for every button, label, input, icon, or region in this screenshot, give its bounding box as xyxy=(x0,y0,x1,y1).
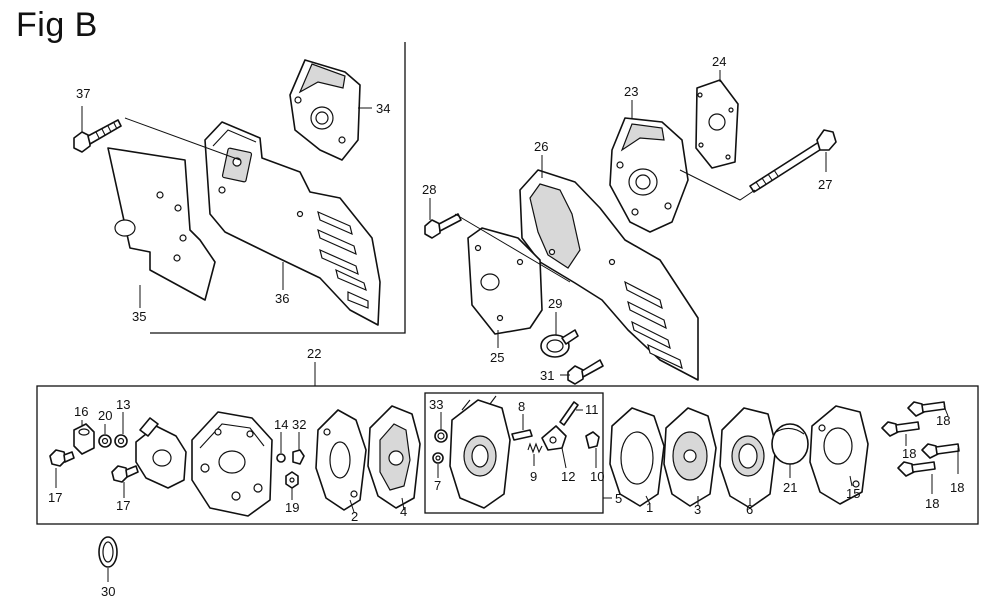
part-9-spring xyxy=(527,442,543,454)
callout-18-a: 18 xyxy=(936,413,950,428)
callout-25: 25 xyxy=(490,350,504,365)
part-27-long-bolt xyxy=(749,129,837,193)
callout-2: 2 xyxy=(351,509,358,524)
callout-23: 23 xyxy=(624,84,638,99)
callout-3: 3 xyxy=(694,502,701,517)
part-36-mounting-plate xyxy=(204,121,381,326)
part-29-clamp xyxy=(540,329,579,358)
callout-22: 22 xyxy=(307,346,321,361)
callout-4: 4 xyxy=(400,504,407,519)
part-35-gasket-plate xyxy=(107,147,216,301)
callout-33: 33 xyxy=(429,397,443,412)
callout-1: 1 xyxy=(646,500,653,515)
callout-labels: 37 34 35 36 24 23 26 27 28 29 25 31 22 1… xyxy=(48,54,964,599)
part-17-screw-left xyxy=(49,449,75,467)
part-17-screw-right xyxy=(111,465,139,483)
callout-5: 5 xyxy=(615,491,622,506)
part-32-screw xyxy=(292,449,305,465)
part-11-pin xyxy=(559,401,579,426)
part-2-gasket xyxy=(315,409,367,511)
part-31-bolt xyxy=(567,359,604,385)
part-16-fitting xyxy=(73,423,95,455)
part-6-primer-body xyxy=(719,407,777,509)
callout-15: 15 xyxy=(846,486,860,501)
part-30-ring xyxy=(98,536,118,568)
part-10-screw xyxy=(585,431,600,449)
callout-17-left: 17 xyxy=(48,490,62,505)
part-24-gasket xyxy=(695,79,739,169)
upper-left-frame xyxy=(150,42,406,334)
part-12-lever xyxy=(541,425,567,451)
callout-11: 11 xyxy=(585,402,599,417)
callout-18-c: 18 xyxy=(950,480,964,495)
part-37-bolt xyxy=(73,119,122,153)
callout-32: 32 xyxy=(292,417,306,432)
part-34-insulator xyxy=(289,59,361,161)
inner-subassembly-frame xyxy=(424,392,604,514)
callout-8: 8 xyxy=(518,399,525,414)
callout-7: 7 xyxy=(434,478,441,493)
callout-34: 34 xyxy=(376,101,390,116)
callout-31: 31 xyxy=(540,368,554,383)
part-21-primer-bulb xyxy=(771,423,809,465)
callout-24: 24 xyxy=(712,54,726,69)
callout-37: 37 xyxy=(76,86,90,101)
choke-lever-body xyxy=(135,417,187,489)
part-3-diaphragm xyxy=(663,407,717,507)
carburetor-body xyxy=(191,411,273,517)
callout-27: 27 xyxy=(818,177,832,192)
callout-21: 21 xyxy=(783,480,797,495)
part-18-screw-4 xyxy=(897,461,936,477)
callout-30: 30 xyxy=(101,584,115,599)
metering-plate xyxy=(449,395,511,509)
part-19-nut xyxy=(285,471,299,489)
callout-18-b: 18 xyxy=(902,446,916,461)
callout-17-right: 17 xyxy=(116,498,130,513)
callout-18-d: 18 xyxy=(925,496,939,511)
part-1-gasket xyxy=(609,407,665,507)
callout-13: 13 xyxy=(116,397,130,412)
callout-12: 12 xyxy=(561,469,575,484)
callout-20: 20 xyxy=(98,408,112,423)
part-14-plug xyxy=(276,453,286,463)
callout-16: 16 xyxy=(74,404,88,419)
callout-28: 28 xyxy=(422,182,436,197)
part-8-needle xyxy=(511,429,533,441)
carburetor-assembly-frame xyxy=(36,385,979,525)
callout-9: 9 xyxy=(530,469,537,484)
callout-6: 6 xyxy=(746,502,753,517)
callout-26: 26 xyxy=(534,139,548,154)
callout-14: 14 xyxy=(274,417,288,432)
part-18-screw-3 xyxy=(921,443,960,459)
part-26-mounting-plate xyxy=(519,169,699,381)
figure-title: Fig B xyxy=(16,6,98,44)
callout-10: 10 xyxy=(590,469,604,484)
part-4-pump-cover xyxy=(367,405,421,509)
callout-36: 36 xyxy=(275,291,289,306)
part-18-screw-2 xyxy=(881,421,920,437)
part-28-bolt xyxy=(424,213,462,239)
part-23-insulator xyxy=(609,117,689,233)
callout-19: 19 xyxy=(285,500,299,515)
callout-29: 29 xyxy=(548,296,562,311)
part-15-cover xyxy=(809,405,869,505)
callout-35: 35 xyxy=(132,309,146,324)
